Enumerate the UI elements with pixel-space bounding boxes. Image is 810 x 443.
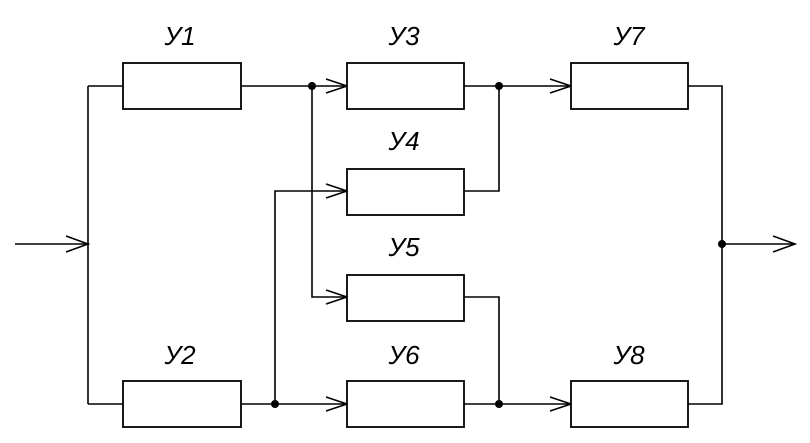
block-u3 [346, 62, 465, 110]
junction-dot-u2 [271, 400, 279, 408]
block-u2 [122, 380, 242, 428]
label-u3: У3 [387, 21, 420, 51]
wire-u8-out [688, 244, 723, 405]
wire-merge-to-u8 [499, 396, 574, 412]
wire-u7-out [688, 85, 723, 244]
label-u1: У1 [163, 21, 195, 51]
block-u7 [570, 62, 689, 110]
block-u4 [346, 168, 465, 216]
wire-u5-out [464, 296, 500, 404]
label-u5: У5 [387, 232, 420, 262]
wire-node-u1-to-u3 [312, 78, 350, 94]
wire-node-u1-to-u5 [311, 86, 350, 305]
junction-dot-u5-u6 [495, 400, 503, 408]
label-u8: У8 [612, 340, 645, 370]
wire-merge-to-u7 [499, 78, 574, 94]
label-u2: У2 [163, 340, 196, 370]
wire-node-u2-to-u6 [275, 396, 350, 412]
block-u1 [122, 62, 242, 110]
block-u5 [346, 274, 465, 322]
output-arrow [722, 235, 798, 253]
junction-dot-u3-u4 [495, 82, 503, 90]
label-u7: У7 [612, 21, 646, 51]
block-u8 [570, 380, 689, 428]
block-u6 [346, 380, 465, 428]
label-u6: У6 [387, 340, 420, 370]
wire-u4-out [464, 86, 500, 192]
junction-dot-output [718, 240, 726, 248]
junction-dot-u1 [308, 82, 316, 90]
label-u4: У4 [387, 126, 419, 156]
input-arrow [15, 235, 91, 253]
